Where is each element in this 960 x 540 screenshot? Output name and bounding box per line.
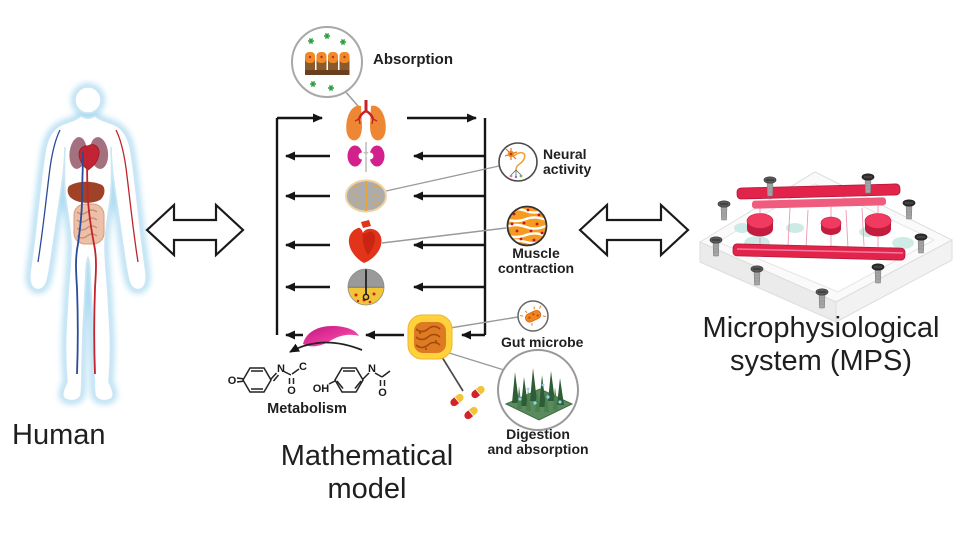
neural-activity-label-line2: activity	[543, 160, 592, 177]
mps-screws	[709, 173, 928, 309]
drug-particles	[308, 33, 346, 91]
metabolism-arrow	[289, 341, 363, 353]
metabolism-chemistry: O N C O OH N O	[228, 341, 391, 399]
muscle-fiber-icon	[508, 207, 546, 245]
human-figure	[30, 87, 147, 401]
absorption-epithelium-icon	[305, 33, 350, 91]
atom-label: C	[299, 361, 307, 373]
muscle-contraction-label: Muscle contraction	[481, 246, 591, 276]
neural-activity-label: Neural activity	[543, 147, 591, 177]
mps-slab-right	[835, 239, 953, 323]
model-title: Mathematical model	[247, 440, 487, 506]
muscle-contraction-label-line2: contraction	[497, 259, 575, 276]
kidneys-icon	[347, 142, 385, 172]
pills-icon	[450, 385, 485, 420]
human-liver-icon	[67, 181, 105, 203]
digestion-inset	[497, 349, 579, 431]
mps-label-line2: system (MPS)	[729, 345, 913, 378]
model-title-line2: model	[327, 473, 407, 506]
muscle-contraction-inset	[506, 205, 548, 247]
mps-microchannels	[759, 206, 879, 249]
human-heart-icon	[78, 144, 100, 171]
gut-microbe-inset	[517, 300, 549, 332]
double-arrow-icon-right	[578, 202, 690, 258]
villi-icon	[504, 368, 574, 421]
napqi-structure	[236, 367, 300, 393]
gut-icon	[407, 314, 453, 360]
brain-icon	[345, 179, 387, 213]
skin-icon	[347, 268, 385, 306]
neural-activity-inset	[498, 142, 538, 182]
absorption-label: Absorption	[373, 51, 453, 68]
double-arrow-icon-left	[145, 202, 245, 258]
absorption-inset	[291, 26, 363, 98]
bacterium-icon	[519, 305, 547, 326]
atom-label: O	[378, 387, 387, 399]
heart-icon	[348, 220, 382, 263]
human-label: Human	[12, 419, 106, 451]
human-organs	[37, 129, 139, 375]
metabolism-label: Metabolism	[267, 401, 347, 417]
human-vessels	[37, 129, 139, 375]
mps-reservoirs	[746, 213, 892, 237]
neural-activity-label-line1: Neural	[543, 146, 587, 162]
digestion-label: Digestion and absorption	[472, 427, 604, 457]
circulation-arrows	[275, 113, 487, 340]
mps-chip	[698, 171, 954, 323]
lungs-icon	[346, 100, 386, 141]
mps-media-bars	[732, 183, 906, 261]
callout-connectors	[343, 89, 519, 392]
liver-icon	[303, 326, 359, 347]
neuron-icon	[504, 148, 526, 179]
atom-label: N	[368, 363, 376, 375]
atom-label: N	[277, 363, 285, 375]
atom-label: O	[228, 375, 237, 387]
model-title-line1: Mathematical	[280, 440, 454, 472]
mps-label: Microphysiological system (MPS)	[690, 312, 952, 378]
acetaminophen-structure	[328, 367, 391, 393]
atom-label: OH	[313, 383, 330, 395]
digestion-label-line1: Digestion	[506, 426, 570, 442]
muscle-contraction-label-line1: Muscle	[512, 245, 560, 261]
gut-microbe-label: Gut microbe	[501, 334, 584, 350]
atom-label: O	[287, 385, 296, 397]
digestion-label-line2: and absorption	[487, 440, 589, 457]
mps-label-line1: Microphysiological	[702, 312, 940, 344]
